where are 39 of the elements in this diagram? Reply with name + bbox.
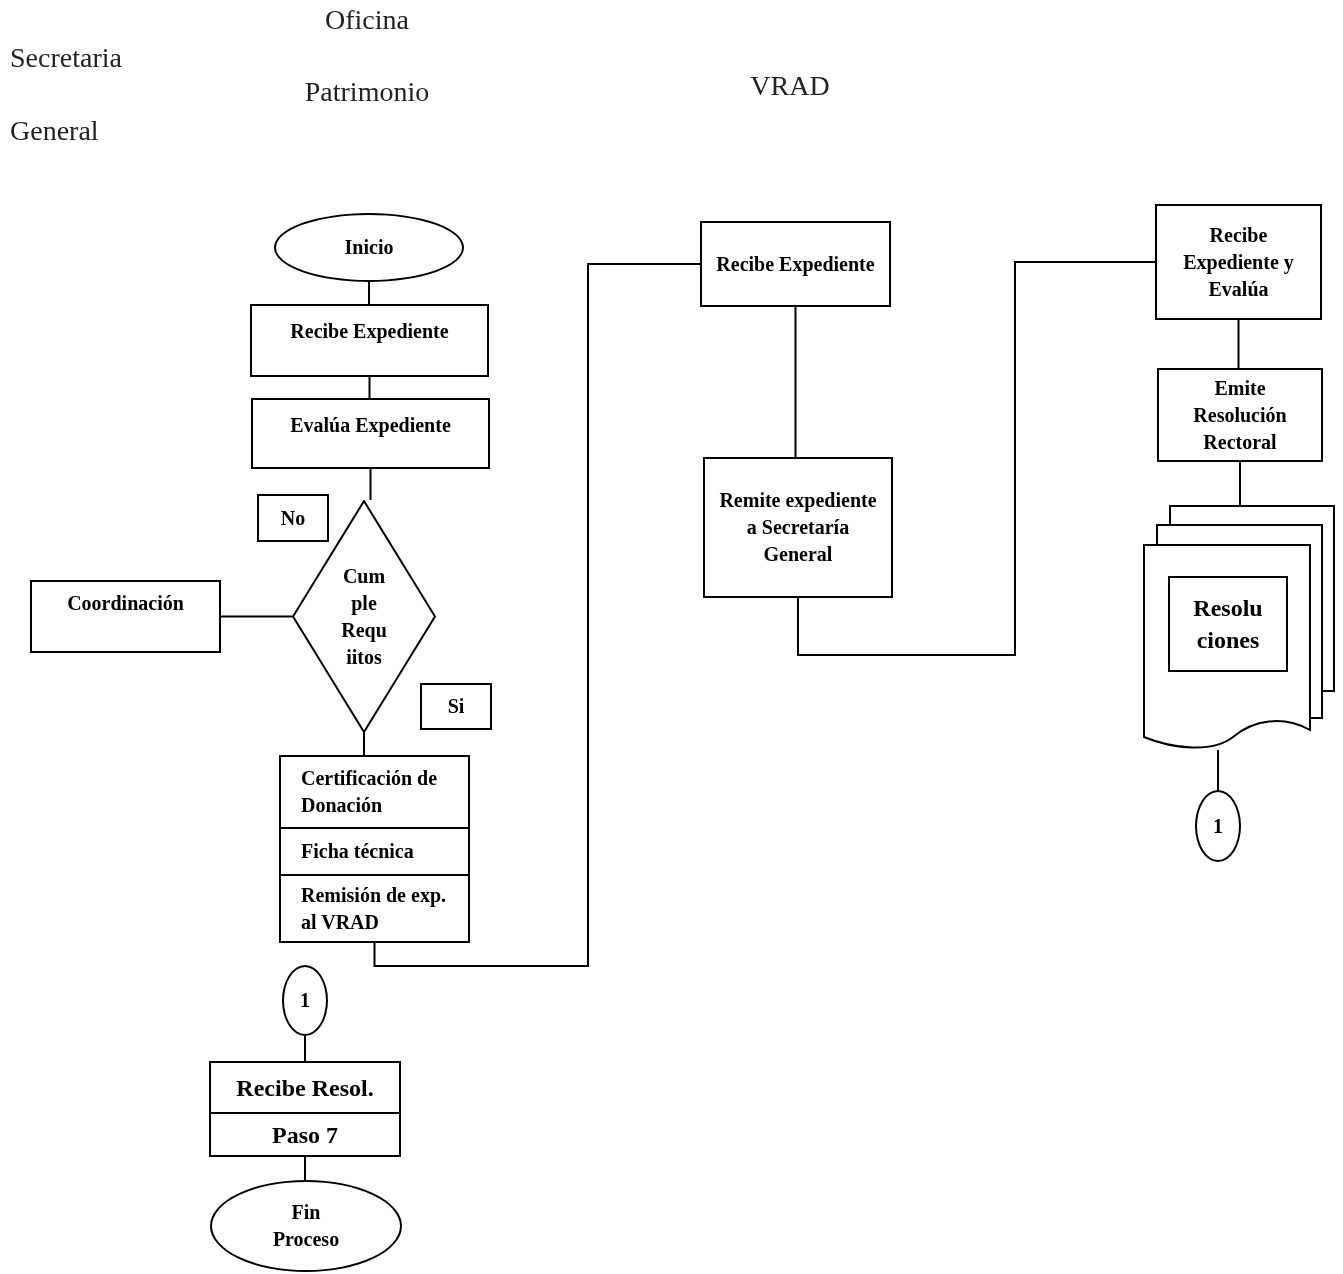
connector-line — [369, 468, 372, 501]
connector-line — [368, 281, 370, 305]
process-box: Remite expediente a Secretaría General — [703, 457, 893, 598]
process-box: Resolu ciones — [1168, 576, 1288, 672]
box-section: Recibe Resol. — [211, 1063, 399, 1112]
connector-line — [304, 1156, 306, 1181]
lane-heading: Secretaria General — [10, 41, 123, 148]
connector-line — [794, 306, 797, 458]
terminal-ellipse: Fin Proceso — [210, 1180, 402, 1272]
process-box: Evalúa Expediente — [251, 398, 490, 469]
process-box: Coordinación — [30, 580, 221, 653]
process-box — [209, 1061, 401, 1157]
process-box — [279, 755, 470, 943]
box-section: Paso 7 — [211, 1112, 399, 1155]
connector-line — [368, 376, 371, 399]
process-box: Emite Resolución Rectoral — [1157, 368, 1323, 462]
connector-circle: 1 — [282, 965, 328, 1036]
process-box: Recibe Expediente — [250, 304, 489, 377]
decision-text: Cum ple Requ iitos — [340, 563, 388, 670]
connector-line — [797, 261, 1156, 656]
connector-line — [373, 263, 701, 967]
connector-line — [1239, 461, 1241, 506]
lane-heading: VRAD — [749, 69, 831, 103]
process-box: Recibe Expediente — [700, 221, 891, 307]
connector-line — [304, 1035, 306, 1062]
box-section: Ficha técnica — [281, 827, 468, 874]
connector-line — [220, 615, 293, 618]
process-box: Recibe Expediente y Evalúa — [1155, 204, 1322, 320]
label-box: Si — [420, 683, 492, 730]
connector-line — [1237, 319, 1240, 369]
document-stack — [1143, 505, 1335, 750]
connector-line — [1217, 749, 1219, 791]
terminal-ellipse: Inicio — [274, 213, 464, 282]
box-section: Certificación de Donación — [281, 757, 468, 827]
lane-heading: Oficina Patrimonio — [303, 3, 431, 109]
connector-line — [363, 732, 365, 756]
connector-circle: 1 — [1195, 790, 1241, 862]
box-section: Remisión de exp. al VRAD — [281, 874, 468, 941]
label-box: No — [257, 494, 329, 542]
